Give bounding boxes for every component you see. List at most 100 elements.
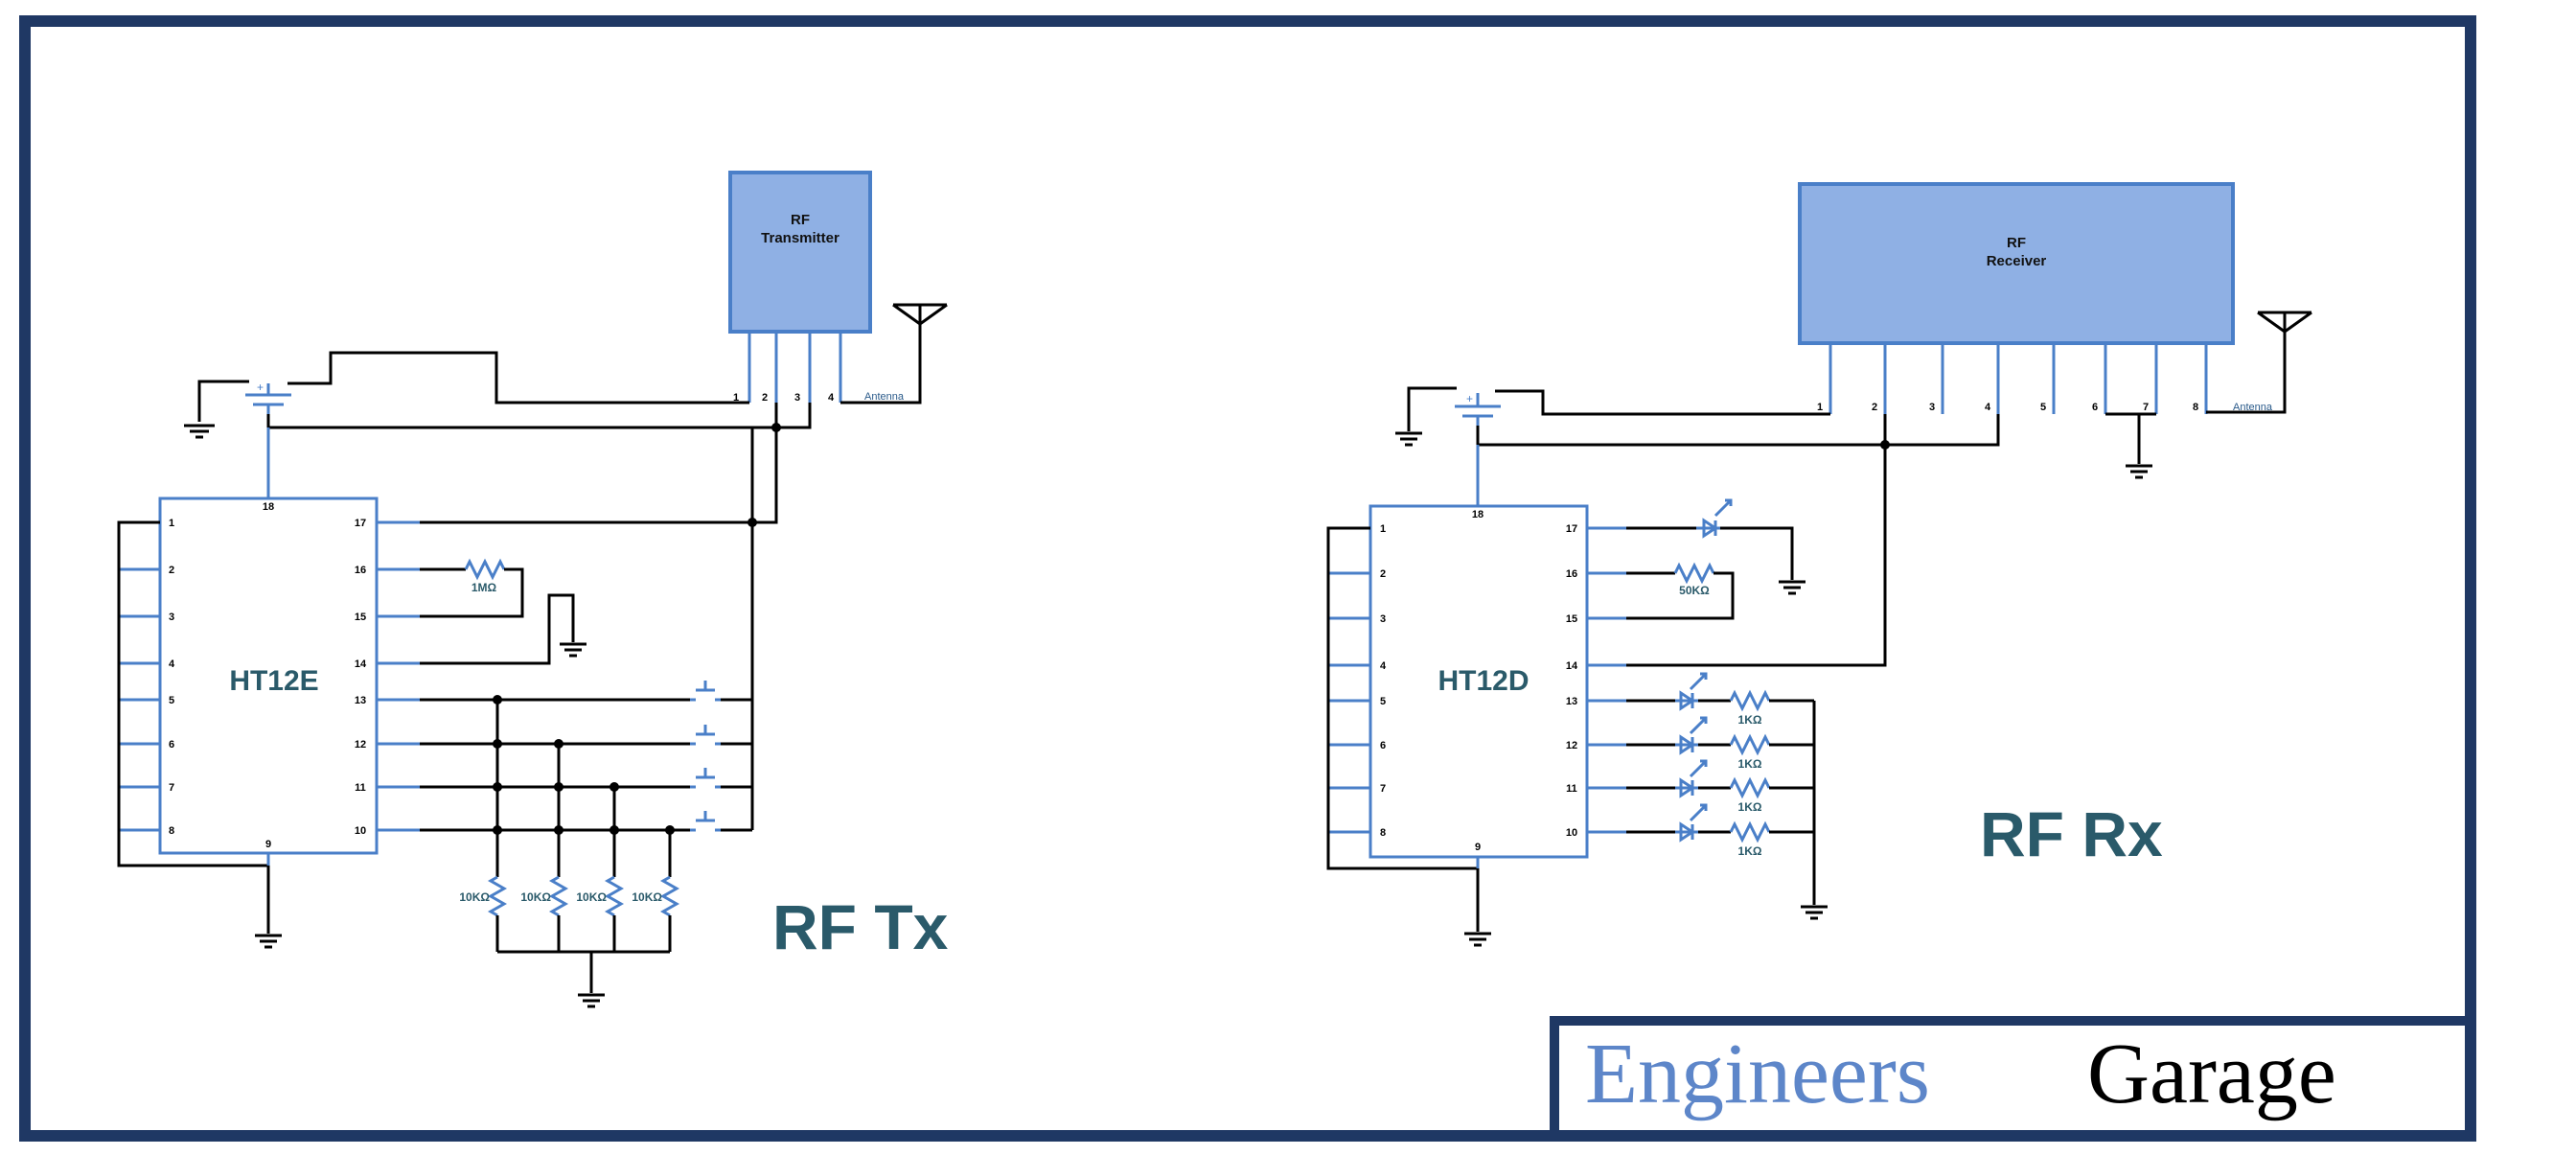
tx-left-pin-label: 6 — [169, 739, 174, 751]
tx-right-pin-label: 17 — [355, 518, 366, 529]
tx-module-pin-label-2: 2 — [762, 392, 768, 404]
tx-pulldown-label: 10KΩ — [576, 890, 607, 904]
tx-te-gnd-wire — [420, 593, 575, 665]
rx-module-gnd-wire — [2105, 412, 2156, 464]
tx-pin18-label: 18 — [263, 501, 274, 513]
logo-text-engineers: Engineers — [1585, 1027, 1930, 1121]
tx-section-label: RF Tx — [772, 891, 949, 962]
tx-push-switch-icon — [690, 725, 721, 746]
tx-left-pin-label: 7 — [169, 782, 174, 794]
tx-data-lines — [420, 681, 752, 877]
tx-push-switch-icon — [690, 681, 721, 702]
rx-left-pin-label: 5 — [1380, 696, 1386, 707]
tx-junction-dot — [493, 695, 502, 705]
tx-junction-dot — [554, 782, 564, 792]
rx-module-pin-label: 3 — [1929, 402, 1935, 413]
rx-battery-icon: + — [1455, 392, 1501, 426]
rx-right-pin-label: 17 — [1566, 523, 1577, 535]
tx-ground-icon-pulldown — [578, 993, 605, 1008]
ht12d-label: HT12D — [1438, 665, 1529, 697]
tx-pulldown-resistor — [548, 875, 569, 917]
tx-pulldown-label: 10KΩ — [632, 890, 662, 904]
rx-right-pin-label: 16 — [1566, 568, 1577, 580]
tx-antenna-icon — [892, 303, 948, 326]
tx-module-pin-label-1: 1 — [733, 392, 739, 404]
rx-module-pin-label: 7 — [2143, 402, 2149, 413]
tx-junction-dot — [665, 825, 675, 835]
rx-left-pin-label: 3 — [1380, 613, 1386, 625]
tx-left-pin-label: 4 — [169, 658, 175, 670]
rf-transmitter-module — [728, 171, 872, 334]
tx-address-bus-wire — [117, 520, 268, 867]
rx-led-resistor — [1729, 820, 1771, 843]
tx-pulldown-label: 10KΩ — [520, 890, 551, 904]
tx-ground-icon-battery — [184, 424, 215, 439]
rx-antenna-icon — [2257, 311, 2312, 334]
rx-vcc-rail — [1476, 414, 2000, 447]
ht12e-label: HT12E — [229, 665, 318, 697]
tx-osc-resistor-label: 1MΩ — [472, 581, 497, 594]
tx-module-pin-label-4: 4 — [828, 392, 835, 404]
rx-module-pin-label: 5 — [2040, 402, 2046, 413]
tx-right-pin-label: 14 — [355, 658, 367, 670]
rx-address-bus-wire — [1326, 526, 1478, 870]
tx-junction-dot — [610, 782, 619, 792]
rx-vt-led-icon — [1696, 498, 1733, 539]
rx-right-pin-label: 13 — [1566, 696, 1577, 707]
tx-left-pin-label: 8 — [169, 825, 174, 837]
tx-junction-dot — [493, 739, 502, 749]
svg-text:+: + — [1466, 392, 1473, 405]
tx-left-pin-label: 2 — [169, 565, 174, 576]
tx-battery-icon: + — [245, 381, 291, 414]
tx-module-label-line1: RF — [791, 212, 810, 228]
rx-battery-gnd-wire — [1407, 386, 1457, 431]
rx-right-pin-label: 15 — [1566, 613, 1577, 625]
tx-vcc-rail — [266, 403, 812, 429]
tx-module-pin-label-3: 3 — [794, 392, 800, 404]
rx-led-resistor-label: 1KΩ — [1738, 800, 1762, 814]
rx-osc-resistor — [1673, 562, 1715, 585]
tx-left-pin-label: 5 — [169, 695, 174, 706]
tx-pulldown-resistor — [659, 875, 680, 917]
tx-battery-gnd-wire — [197, 380, 249, 422]
rx-pin18-label: 18 — [1472, 509, 1484, 520]
tx-junction-dot — [554, 825, 564, 835]
rx-osc-resistor-label: 50KΩ — [1679, 584, 1710, 597]
rx-pin9-label: 9 — [1475, 842, 1481, 853]
rx-data-wire — [1626, 414, 1887, 667]
rx-module-pin-label: 6 — [2092, 402, 2098, 413]
rx-led-resistor-label: 1KΩ — [1738, 713, 1762, 727]
rx-left-pin-label: 7 — [1380, 783, 1386, 795]
rx-module-label-line1: RF — [2007, 235, 2026, 251]
tx-push-switch-icon — [690, 811, 721, 832]
rx-ground-icon-battery — [1395, 431, 1422, 447]
rx-led-resistor-label: 1KΩ — [1738, 844, 1762, 858]
tx-ground-icon-te — [560, 642, 586, 658]
rx-ground-icon-leds — [1801, 905, 1828, 920]
rx-module-pin-label: 2 — [1872, 402, 1877, 413]
tx-right-pin-label: 16 — [355, 565, 366, 576]
rx-module-label-line2: Receiver — [1987, 253, 2047, 269]
rx-right-pin-label: 11 — [1566, 783, 1577, 795]
tx-vcc-wire-top — [288, 351, 749, 404]
tx-right-pin-label: 15 — [355, 612, 366, 623]
tx-junction-dot — [610, 825, 619, 835]
tx-junction-dot — [554, 739, 564, 749]
rx-left-pin-label: 8 — [1380, 827, 1386, 839]
tx-module-label-line2: Transmitter — [761, 230, 840, 246]
rx-left-pin-label: 4 — [1380, 660, 1387, 672]
rx-ground-icon-vt — [1779, 580, 1806, 595]
engineers-garage-logo: Engineers Garage — [1550, 1016, 2471, 1134]
tx-junction-dot — [493, 825, 502, 835]
rx-antenna-wire — [2206, 312, 2287, 414]
rx-module-pin-label: 4 — [1985, 402, 1991, 413]
ht12d-chip — [1368, 504, 1589, 859]
rx-output-led-icon — [1675, 716, 1708, 755]
